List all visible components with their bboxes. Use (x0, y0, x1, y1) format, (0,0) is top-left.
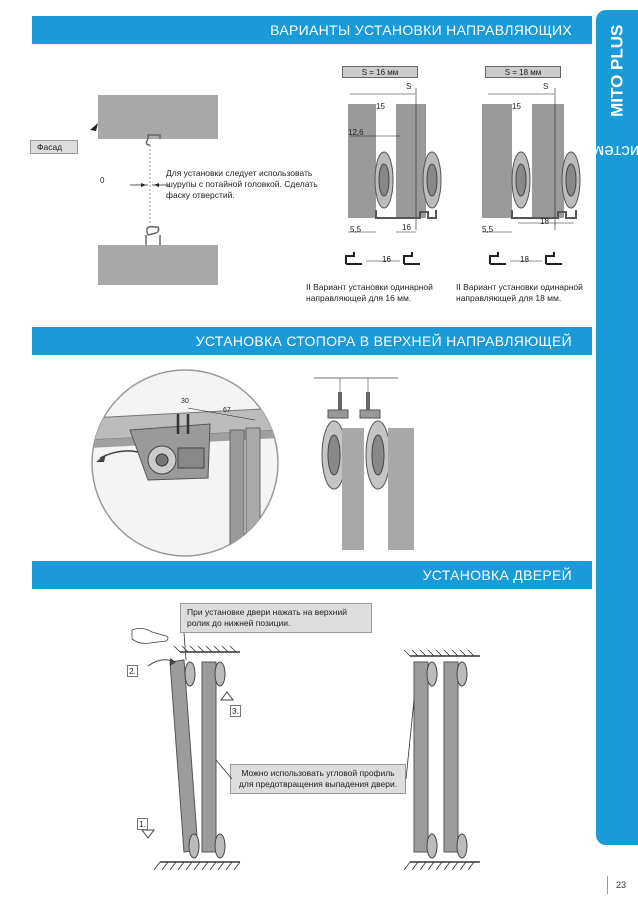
section-title-doors: УСТАНОВКА ДВЕРЕЙ (32, 561, 592, 589)
mounting-note: Для установки следует использовать шуруп… (166, 168, 318, 200)
variant18-diagram (482, 88, 581, 233)
gap-value: 0 (100, 176, 105, 185)
page-separator (607, 876, 608, 894)
variant16-caption: II Вариант установки одинарной направляю… (306, 282, 433, 303)
stopper-detail-circle (91, 369, 279, 557)
door-install-diagram-right (403, 649, 480, 871)
variant18-profile (489, 252, 562, 265)
variant16-diagram (348, 88, 442, 233)
stopper-section-diagram (314, 377, 414, 550)
variant16-profile (345, 252, 420, 265)
door-note-mid: Можно использовать угловой профиль для п… (230, 764, 406, 794)
variant16-profile-dim: 16 (382, 255, 391, 264)
section-title-stopper: УСТАНОВКА СТОПОРА В ВЕРХНЕЙ НАПРАВЛЯЮЩЕЙ (32, 327, 592, 355)
section-title-rails: ВАРИАНТЫ УСТАНОВКИ НАПРАВЛЯЮЩИХ (32, 16, 592, 44)
variant16-header: S = 16 мм (342, 66, 418, 78)
variant16-s-label: S (406, 82, 412, 91)
variant16-dim-5-5: 5,5 (350, 225, 362, 234)
stopper-dim-30: 30 (181, 398, 189, 405)
variant18-dim-5-5: 5,5 (482, 225, 494, 234)
variant16-dim-12-6: 12,6 (348, 128, 364, 137)
variant16-dim-15: 15 (376, 102, 385, 111)
variant18-dim-18: 18 (540, 217, 549, 226)
step-1-label: 1. (137, 818, 148, 830)
variant16-dim-16: 16 (402, 223, 411, 232)
side-tab: Система MITO PLUS (583, 10, 638, 845)
door-install-diagram-left (131, 628, 241, 871)
variant18-profile-dim: 18 (520, 255, 529, 264)
variant18-header: S = 18 мм (485, 66, 561, 78)
page-number: 23 (616, 880, 627, 890)
variant18-dim-15: 15 (512, 102, 521, 111)
variant18-s-label: S (543, 82, 549, 91)
door-note-top: При установке двери нажать на верхний ро… (180, 603, 372, 633)
step-2-label: 2. (127, 665, 138, 677)
stopper-dim-67: 67 (223, 407, 231, 414)
step-3-label: 3. (230, 705, 241, 717)
facade-label: Фасад (30, 140, 78, 154)
variant18-caption: II Вариант установки одинарной направляю… (456, 282, 583, 303)
facade-diagram (90, 95, 218, 285)
